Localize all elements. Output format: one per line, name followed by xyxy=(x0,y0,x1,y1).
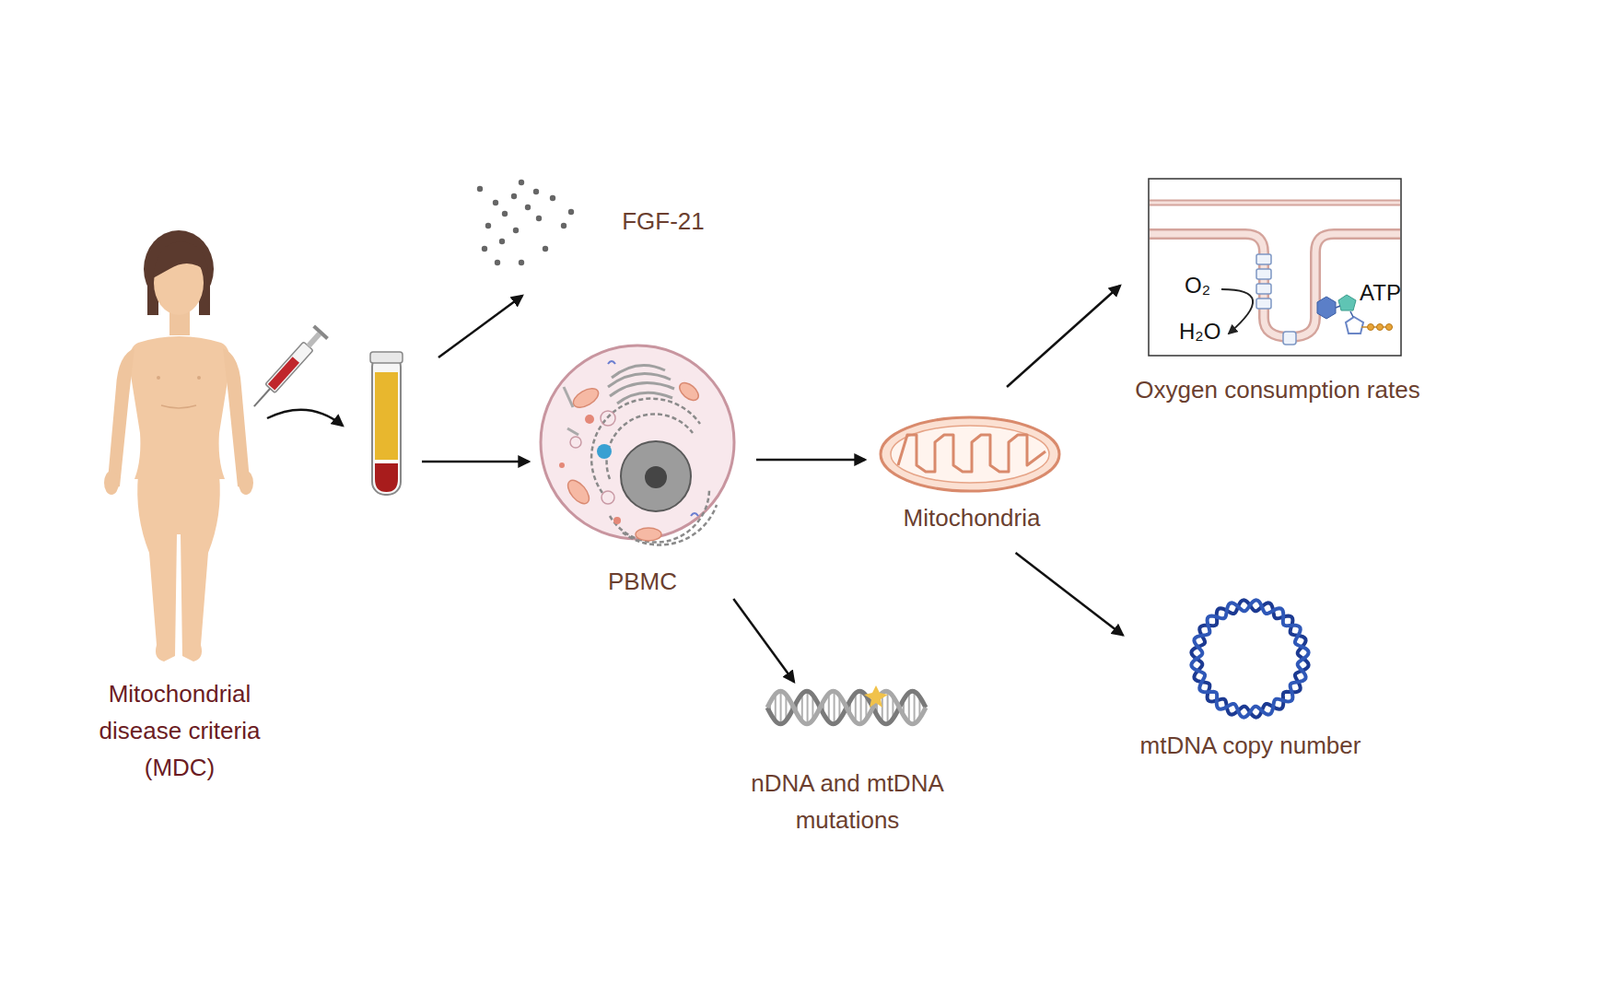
flow-arrow xyxy=(733,598,795,682)
pbmc-cell xyxy=(540,345,735,545)
flow-arrow xyxy=(438,295,523,358)
mutation-star xyxy=(864,685,888,708)
node-label: Mitochondria xyxy=(864,499,1079,537)
flow-arrow xyxy=(756,458,865,462)
dna-helix xyxy=(767,690,926,725)
mitochondrion xyxy=(880,417,1060,491)
syringe xyxy=(246,325,328,413)
chem-label: H₂O xyxy=(1179,318,1221,345)
node-label: Oxygen consumption rates xyxy=(1120,371,1436,409)
biomarker-label: FGF-21 xyxy=(588,202,738,242)
organelle-node: Mitochondria xyxy=(864,386,1079,553)
mtdna-ring xyxy=(1191,599,1309,717)
fgf-particles xyxy=(477,179,574,266)
flow-arrow xyxy=(1016,552,1123,635)
flow-arrow xyxy=(267,409,343,426)
chem-label: ATP xyxy=(1359,280,1402,306)
node-label: mtDNA copy number xyxy=(1122,726,1379,764)
criteria-figure: Mitochondrial disease criteria (MDC) xyxy=(68,230,292,802)
node-label: FGF-21 xyxy=(588,202,738,240)
respiration-panel xyxy=(1148,178,1402,356)
flow-arrow xyxy=(421,460,529,464)
node-label: nDNA and mtDNA mutations xyxy=(736,764,958,839)
blood-tube xyxy=(370,351,403,495)
flow-arrow xyxy=(1006,285,1121,387)
assay-node: nDNA and mtDNA mutations xyxy=(727,681,968,841)
person-figure xyxy=(104,230,254,662)
cell-node: PBMC xyxy=(528,342,757,599)
chem-label: O₂ xyxy=(1184,272,1211,299)
assay-node: mtDNA copy number xyxy=(1122,589,1379,765)
node-label: PBMC xyxy=(528,562,757,600)
node-label: Mitochondrial disease criteria (MDC) xyxy=(68,675,292,786)
